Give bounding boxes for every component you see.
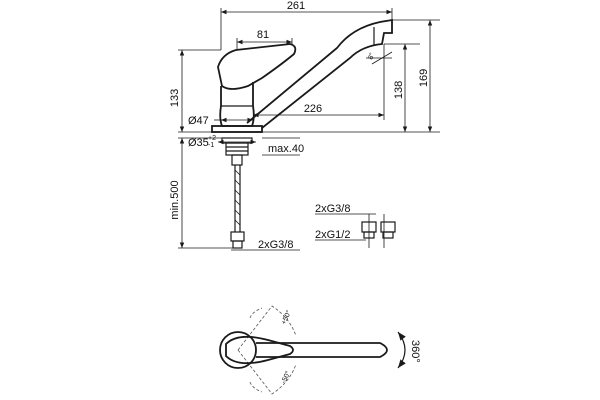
hole-tolerance-minus: -1 (208, 142, 214, 149)
spout-reach-label: 261 (287, 0, 305, 12)
lever-angle-pos-label: +50° (280, 309, 294, 326)
hose-thread-label: 2xG3/8 (258, 239, 293, 251)
total-height-label: 169 (418, 69, 430, 87)
max-deck-label: max.40 (268, 143, 304, 155)
faucet-top-view (219, 305, 406, 395)
lever-range-upper (237, 305, 297, 351)
faucet-side-view (211, 18, 393, 249)
adapter-right (380, 221, 396, 233)
lever-angle-neg-label: -50° (280, 370, 293, 385)
spout-length-label: 226 (304, 103, 322, 115)
hose-connector (230, 231, 245, 242)
adapter-detail: 2xG3/8 2xG1/2 (315, 203, 396, 248)
fixing-nut (225, 142, 249, 156)
body-height-label: 133 (169, 89, 181, 107)
dimension-labels: 261 81 8° 133 138 169 226 Ø47 Ø35 +2 -1 … (169, 0, 430, 251)
spout-angle-label: 8° (366, 51, 376, 60)
top-view-labels: +50° -50° 360° (280, 309, 421, 385)
hose-fitting (232, 240, 243, 249)
lever-length-label: 81 (257, 29, 269, 41)
hose-length-label: min.500 (169, 180, 181, 219)
swivel-arrow (397, 331, 406, 369)
top-lever (225, 335, 294, 365)
spout-outline (246, 18, 393, 129)
swivel-angle-label: 360° (409, 340, 421, 363)
top-body-circle (219, 331, 257, 369)
lever-handle (217, 43, 297, 90)
adapter-thread-a-label: 2xG3/8 (315, 203, 350, 215)
hole-diameter-label: Ø35 (188, 137, 209, 149)
lever-range-lower (237, 349, 297, 395)
adapter-thread-b-label: 2xG1/2 (315, 229, 350, 241)
body-diameter-label: Ø47 (188, 115, 209, 127)
hole-tolerance-plus: +2 (208, 135, 216, 142)
top-spout (256, 342, 388, 358)
dimension-lines (178, 8, 440, 251)
fixing-stud (231, 154, 243, 166)
outlet-height-label: 138 (393, 81, 405, 99)
